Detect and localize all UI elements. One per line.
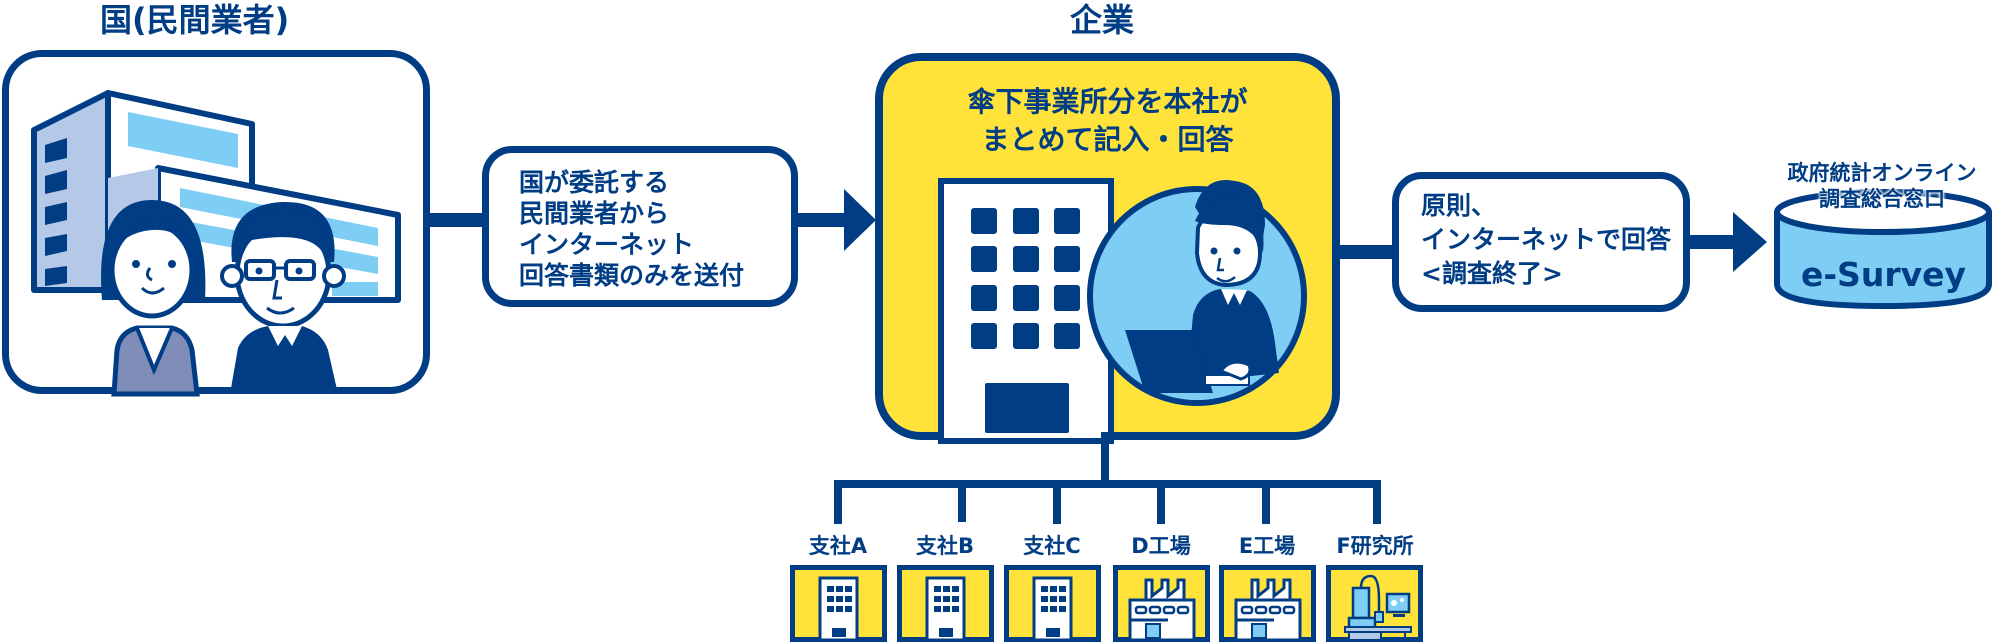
branch-bus-line bbox=[834, 480, 1381, 488]
branch-tile-e bbox=[1219, 565, 1316, 642]
branch-label-b: 支社B bbox=[915, 534, 974, 558]
branch-tile-a bbox=[790, 565, 887, 642]
branch-drop-f bbox=[1373, 480, 1381, 524]
step1-line-3: インターネット bbox=[519, 230, 695, 259]
arrow-shaft bbox=[797, 213, 847, 227]
office-building-icon bbox=[925, 576, 966, 642]
company-title: 企業 bbox=[1070, 1, 1135, 39]
step1-line-2: 民間業者から bbox=[519, 199, 670, 228]
factory-icon bbox=[1128, 578, 1196, 642]
branch-tile-f bbox=[1326, 565, 1423, 642]
step2-line-2: インターネットで回答 bbox=[1421, 225, 1672, 254]
arrow-right-icon bbox=[1733, 212, 1767, 272]
step2-line-3: <調査終了> bbox=[1421, 259, 1563, 288]
arrow-right-icon bbox=[844, 189, 876, 251]
branch-label-a: 支社A bbox=[808, 534, 868, 558]
branch-drop-a bbox=[834, 480, 842, 524]
step2-line-1: 原則、 bbox=[1421, 191, 1497, 220]
step1-description-box: 国が委託する 民間業者から インターネット 回答書類のみを送付 bbox=[482, 146, 798, 307]
branch-drop-e bbox=[1262, 480, 1270, 524]
company-panel: 傘下事業所分を本社が まとめて記入・回答 bbox=[875, 53, 1340, 444]
database-cylinder-icon bbox=[1774, 189, 1992, 309]
connector-line bbox=[428, 213, 484, 227]
branch-label-f: F研究所 bbox=[1336, 534, 1414, 558]
branch-drop-c bbox=[1053, 480, 1061, 524]
esurvey-label: e-Survey bbox=[1800, 255, 1967, 294]
office-building-icon bbox=[1032, 576, 1073, 642]
esurvey-caption-line-1: 政府統計オンライン bbox=[1787, 161, 1977, 185]
office-building-icon bbox=[818, 576, 859, 642]
branch-tile-d bbox=[1113, 565, 1210, 642]
step1-line-4: 回答書類のみを送付 bbox=[519, 261, 745, 290]
branch-label-e: E工場 bbox=[1238, 534, 1296, 558]
laboratory-icon bbox=[1344, 574, 1412, 641]
branch-drop-b bbox=[958, 480, 966, 522]
office-building-with-staff-illustration bbox=[31, 90, 401, 397]
company-description-line-2: まとめて記入・回答 bbox=[981, 123, 1234, 156]
branch-tile-b bbox=[897, 565, 994, 642]
branch-stem-line bbox=[1101, 432, 1109, 486]
branch-tile-c bbox=[1004, 565, 1101, 642]
connector-line bbox=[1338, 245, 1394, 259]
step2-description-box: 原則、 インターネットで回答 <調査終了> bbox=[1392, 172, 1690, 312]
head-office-illustration bbox=[938, 178, 1307, 444]
branch-drop-d bbox=[1157, 480, 1165, 524]
esurvey-caption-line-2: 調査総合窓口 bbox=[1819, 187, 1945, 211]
branch-label-c: 支社C bbox=[1023, 534, 1081, 558]
company-description-line-1: 傘下事業所分を本社が bbox=[967, 85, 1248, 118]
government-title: 国(民間業者) bbox=[100, 1, 290, 39]
esurvey-caption: 政府統計オンライン 調査総合窓口 bbox=[1762, 160, 2000, 212]
step1-line-1: 国が委託する bbox=[519, 168, 670, 197]
government-panel bbox=[2, 50, 430, 397]
factory-icon bbox=[1234, 578, 1302, 642]
arrow-shaft bbox=[1688, 235, 1736, 249]
branch-label-d: D工場 bbox=[1131, 534, 1191, 558]
